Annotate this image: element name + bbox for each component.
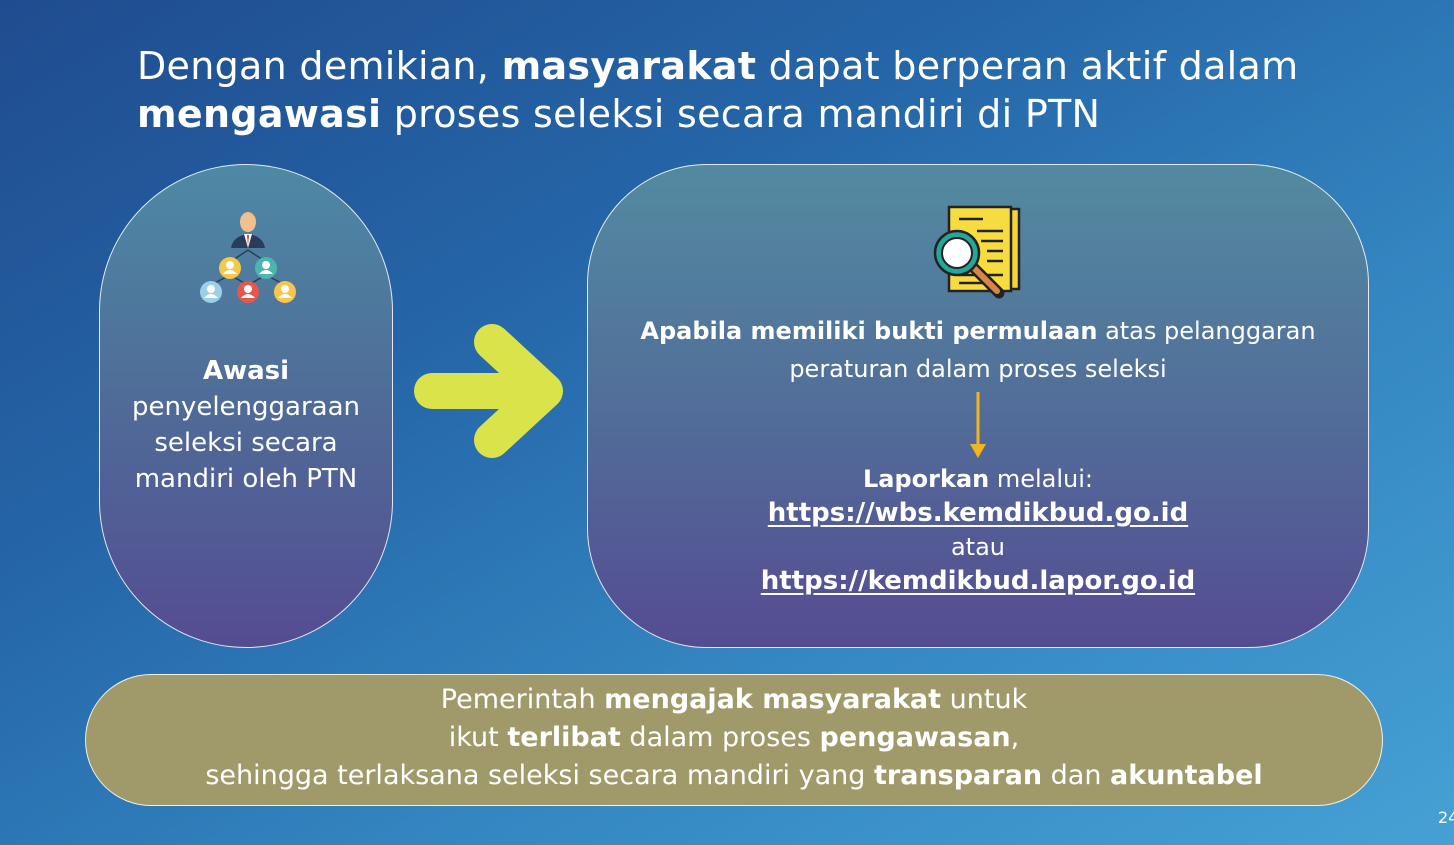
document-search-icon bbox=[933, 205, 1021, 299]
monitor-line-1: penyelenggaraan bbox=[131, 392, 361, 422]
report-text: Laporkan melalui: https://wbs.kemdikbud.… bbox=[600, 462, 1356, 598]
cta-2d: pengawasan bbox=[819, 722, 1011, 753]
evidence-bold: Apabila memiliki bukti permulaan bbox=[640, 317, 1098, 345]
cta-2b: terlibat bbox=[507, 722, 621, 753]
cta-2c: dalam proses bbox=[620, 722, 820, 753]
cta-1a: Pemerintah bbox=[440, 684, 605, 715]
people-hierarchy-icon bbox=[200, 212, 296, 303]
cta-3c: dan bbox=[1042, 760, 1111, 791]
report-line: Laporkan melalui: bbox=[600, 462, 1356, 496]
page-number: 24 bbox=[1438, 808, 1454, 827]
call-to-action-box bbox=[85, 674, 1383, 806]
slide-title: Dengan demikian, masyarakat dapat berper… bbox=[137, 42, 1357, 138]
evidence-line-2: peraturan dalam proses seleksi bbox=[789, 355, 1167, 383]
cta-line-2: ikut terlibat dalam proses pengawasan, bbox=[95, 719, 1373, 757]
monitor-text: Awasi penyelenggaraan seleksi secara man… bbox=[104, 353, 388, 497]
cta-2e: , bbox=[1010, 722, 1020, 753]
report-bold: Laporkan bbox=[862, 465, 990, 493]
cta-1c: untuk bbox=[941, 684, 1028, 715]
evidence-rest: atas pelanggaran bbox=[1097, 317, 1316, 345]
cta-3b: transparan bbox=[874, 760, 1043, 791]
cta-line-3: sehingga terlaksana seleksi secara mandi… bbox=[95, 757, 1373, 795]
or-text: atau bbox=[950, 533, 1006, 561]
cta-3a: sehingga terlaksana seleksi secara mandi… bbox=[205, 760, 874, 791]
lapor-link[interactable]: https://kemdikbud.lapor.go.id bbox=[760, 566, 1196, 596]
wbs-link[interactable]: https://wbs.kemdikbud.go.id bbox=[767, 498, 1189, 528]
monitor-line-3: mandiri oleh PTN bbox=[134, 464, 358, 494]
monitor-heading: Awasi bbox=[202, 356, 290, 386]
report-rest: melalui: bbox=[989, 465, 1093, 493]
call-to-action-text: Pemerintah mengajak masyarakat untuk iku… bbox=[95, 681, 1373, 795]
down-arrow-icon bbox=[970, 392, 986, 458]
title-text-1: Dengan demikian, bbox=[137, 44, 502, 88]
cta-line-1: Pemerintah mengajak masyarakat untuk bbox=[95, 681, 1373, 719]
evidence-text: Apabila memiliki bukti permulaan atas pe… bbox=[600, 312, 1356, 388]
cta-1b: mengajak masyarakat bbox=[604, 684, 942, 715]
cta-3d: akuntabel bbox=[1110, 760, 1263, 791]
title-text-3: proses seleksi secara mandiri di PTN bbox=[381, 92, 1101, 136]
title-text-2: dapat berperan aktif dalam bbox=[756, 44, 1299, 88]
cta-2a: ikut bbox=[448, 722, 508, 753]
right-arrow-icon bbox=[414, 324, 563, 458]
title-bold-masyarakat: masyarakat bbox=[501, 44, 757, 88]
evidence-line-1: Apabila memiliki bukti permulaan atas pe… bbox=[600, 312, 1356, 350]
monitor-line-2: seleksi secara bbox=[154, 428, 338, 458]
title-bold-mengawasi: mengawasi bbox=[137, 92, 382, 136]
